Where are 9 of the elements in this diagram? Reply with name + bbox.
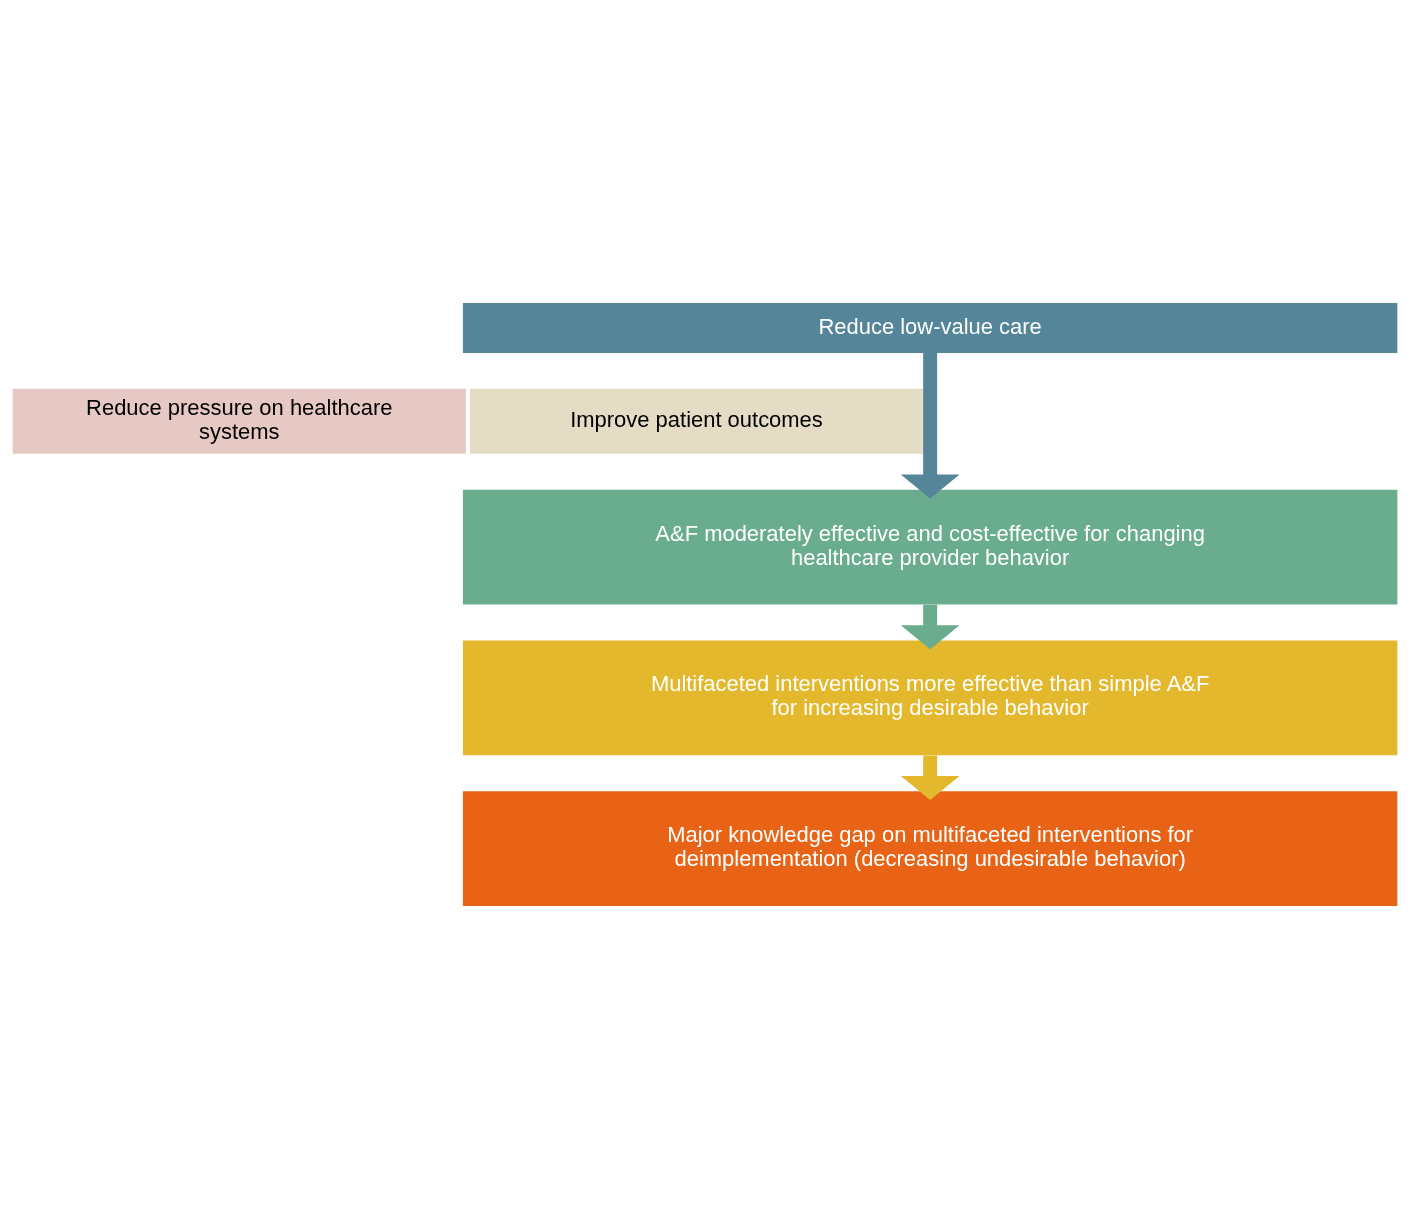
arrow [900,604,960,649]
node-box: Major knowledge gap on multifaceted interventions for deimplementation (decreasing undesirable behavior) [462,790,1398,906]
node-box: Reduce low-value care [462,302,1398,353]
node-box: Reduce pressure on healthcare systems [12,388,466,454]
arrow [900,755,960,800]
node-box: Improve patient outcomes [469,388,924,454]
node-box: A&F moderately effective and cost-effective for changing healthcare provider behavior [462,489,1398,604]
arrow [900,352,960,498]
node-box: Multifaceted interventions more effective than simple A&F for increasing desirable behavior [462,639,1398,755]
